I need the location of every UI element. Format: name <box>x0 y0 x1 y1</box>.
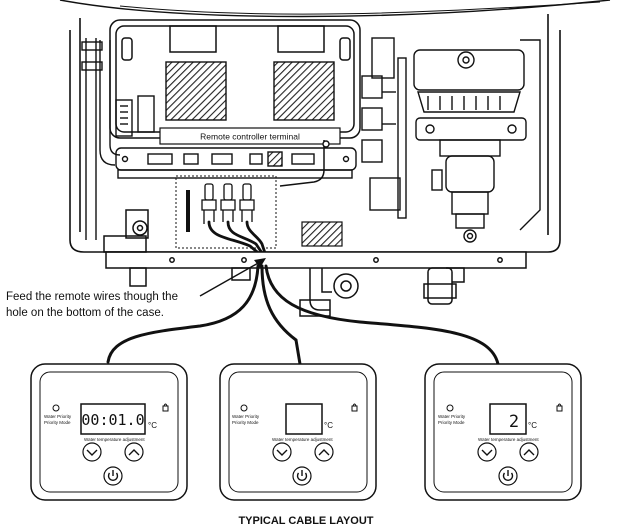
remote-1-sub-label: Water temperature adjustment <box>84 437 145 442</box>
lock-icon <box>351 403 358 412</box>
terminal-label: Remote controller terminal <box>200 132 300 142</box>
remote-2-sub-label: Water temperature adjustment <box>272 437 333 442</box>
left-pipes <box>81 38 155 240</box>
power-icon[interactable] <box>103 466 123 486</box>
remote-2-display <box>285 403 323 435</box>
gas-valve-assembly <box>361 37 541 243</box>
chevron-down-icon[interactable] <box>272 442 292 462</box>
indicator-light <box>240 404 248 412</box>
remote-3-sub-label: Water temperature adjustment <box>478 437 539 442</box>
remote-3-label-1: Water Priority <box>438 414 466 419</box>
remote-2-unit: °C <box>324 421 333 430</box>
remote-3-display-value: 2 <box>509 412 519 432</box>
connector-strip <box>115 147 357 179</box>
instruction-line-2: hole on the bottom of the case. <box>6 307 164 319</box>
terminal-label-box <box>159 127 341 145</box>
remote-controller-1: Water Priority Priority Mode 00:01.0 °C … <box>30 363 188 501</box>
remote-1-unit: °C <box>148 421 157 430</box>
remote-3-label-2: Priority Mode <box>438 420 465 425</box>
water-heater-case <box>59 0 611 253</box>
wire-connectors <box>201 183 255 224</box>
drain-fitting <box>301 221 343 247</box>
lock-icon <box>162 403 169 412</box>
chevron-down-icon[interactable] <box>82 442 102 462</box>
remote-cables <box>106 264 500 366</box>
remote-1-label-1: Water Priority <box>44 414 72 419</box>
remote-3-unit: °C <box>528 421 537 430</box>
chevron-up-icon[interactable] <box>519 442 539 462</box>
remote-wires-bundle <box>207 220 268 258</box>
chevron-up-icon[interactable] <box>314 442 334 462</box>
power-icon[interactable] <box>292 466 312 486</box>
wire-clip <box>186 190 190 232</box>
remote-1-display <box>80 403 146 435</box>
remote-2-label-2: Priority Mode <box>232 420 259 425</box>
remote-2-label-1: Water Priority <box>232 414 260 419</box>
remote-controller-3: Water Priority Priority Mode 2 °C Water … <box>424 363 582 501</box>
feed-arrow <box>199 258 266 297</box>
indicator-light <box>446 404 454 412</box>
instruction-line-1: Feed the remote wires though the <box>6 291 178 303</box>
power-icon[interactable] <box>498 466 518 486</box>
bottom-manifold <box>103 209 527 317</box>
heatsink-right <box>273 61 335 121</box>
remote-3-display <box>489 403 527 435</box>
remote-1-label-2: Priority Mode <box>44 420 71 425</box>
chevron-down-icon[interactable] <box>477 442 497 462</box>
chevron-up-icon[interactable] <box>124 442 144 462</box>
remote-controller-2: Water Priority Priority Mode °C Water te… <box>219 363 377 501</box>
indicator-light <box>52 404 60 412</box>
figure-caption: TYPICAL CABLE LAYOUT <box>238 515 373 527</box>
remote-1-display-value: 00:01.0 <box>81 411 144 429</box>
terminal-lead <box>279 140 325 187</box>
terminal-screw <box>322 140 330 148</box>
wire-junction-area <box>175 175 277 249</box>
lock-icon <box>556 403 563 412</box>
heatsink-left <box>165 61 227 121</box>
